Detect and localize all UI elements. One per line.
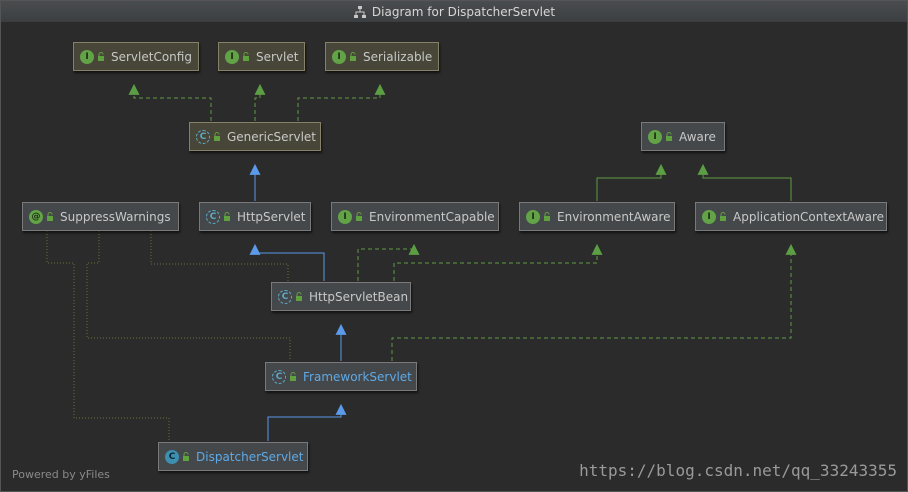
watermark-text: https://blog.csdn.net/qq_33243355 — [579, 461, 897, 480]
node-environmentaware[interactable]: I EnvironmentAware — [519, 202, 675, 231]
edge-environmentaware-aware — [596, 163, 667, 201]
annotation-icon: @ — [29, 209, 43, 224]
lock-icon — [224, 212, 230, 221]
abstract-class-icon: C — [196, 129, 210, 144]
lock-icon — [666, 132, 672, 141]
node-servletconfig[interactable]: I ServletConfig — [73, 42, 199, 71]
node-environmentcapable[interactable]: I EnvironmentCapable — [331, 202, 499, 231]
node-label: HttpServletBean — [309, 289, 409, 304]
lock-icon — [47, 212, 53, 221]
node-label: SuppressWarnings — [60, 209, 171, 224]
interface-icon: I — [648, 129, 662, 144]
node-label: Servlet — [256, 49, 299, 64]
edge-httpservletbean-environmentaware — [393, 243, 603, 281]
lock-icon — [350, 52, 356, 61]
node-suppresswarnings[interactable]: @ SuppressWarnings — [22, 202, 179, 231]
window-title: Diagram for DispatcherServlet — [371, 4, 556, 19]
interface-icon: I — [80, 49, 94, 64]
node-label: GenericServlet — [227, 129, 316, 144]
node-label: Aware — [679, 129, 716, 144]
lock-icon — [296, 292, 302, 301]
edge-genericservlet-servletconfig — [128, 83, 212, 121]
lock-icon — [290, 372, 296, 381]
node-httpservletbean[interactable]: C HttpServletBean — [271, 282, 411, 311]
node-applicationcontextaware[interactable]: I ApplicationContextAware — [695, 202, 887, 231]
node-label: ServletConfig — [111, 49, 192, 64]
node-label: ApplicationContextAware — [733, 209, 885, 224]
abstract-class-icon: C — [206, 209, 220, 224]
node-servlet[interactable]: I Servlet — [218, 42, 305, 71]
interface-icon: I — [526, 209, 540, 224]
node-serializable[interactable]: I Serializable — [325, 42, 439, 71]
lock-icon — [243, 52, 249, 61]
abstract-class-icon: C — [278, 289, 292, 304]
node-label: HttpServlet — [237, 209, 306, 224]
edge-dispatcherservlet-frameworkservlet — [267, 403, 347, 441]
node-label: EnvironmentAware — [557, 209, 671, 224]
title-bar: Diagram for DispatcherServlet — [1, 1, 907, 23]
lock-icon — [98, 52, 104, 61]
node-dispatcherservlet[interactable]: C DispatcherServlet — [158, 442, 308, 471]
lock-icon — [214, 132, 220, 141]
edge-genericservlet-servlet — [254, 83, 266, 121]
interface-icon: I — [332, 49, 346, 64]
node-frameworkservlet[interactable]: C FrameworkServlet — [265, 362, 417, 391]
powered-by-label: Powered by yFiles — [12, 468, 110, 481]
node-label: Serializable — [363, 49, 433, 64]
diagram-edges — [46, 83, 797, 441]
node-aware[interactable]: I Aware — [641, 122, 725, 151]
node-label: DispatcherServlet — [196, 449, 304, 464]
diagram-canvas[interactable]: I ServletConfig I Servlet I Serializable… — [1, 23, 907, 491]
lock-icon — [544, 212, 550, 221]
edge-httpservletbean-httpservlet — [249, 243, 325, 281]
node-genericservlet[interactable]: C GenericServlet — [189, 122, 321, 151]
lock-icon — [720, 212, 726, 221]
node-label: EnvironmentCapable — [369, 209, 495, 224]
node-httpservlet[interactable]: C HttpServlet — [199, 202, 311, 231]
interface-icon: I — [338, 209, 352, 224]
abstract-class-icon: C — [272, 369, 286, 384]
hierarchy-icon — [353, 5, 366, 18]
interface-icon: I — [702, 209, 716, 224]
edge-frameworkservlet-applicationcontextaware — [391, 243, 797, 361]
node-label: FrameworkServlet — [303, 369, 412, 384]
edge-applicationcontextaware-aware — [697, 163, 792, 201]
edge-suppresswarnings-frameworkservlet — [86, 231, 291, 361]
lock-icon — [183, 452, 189, 461]
edge-genericservlet-serializable — [297, 83, 386, 121]
edge-suppresswarnings-httpservletbean — [150, 231, 289, 281]
edge-httpservletbean-environmentcapable — [357, 243, 420, 281]
lock-icon — [356, 212, 362, 221]
class-icon: C — [165, 449, 179, 464]
edge-suppresswarnings-dispatcherservlet — [46, 231, 170, 441]
interface-icon: I — [225, 49, 239, 64]
